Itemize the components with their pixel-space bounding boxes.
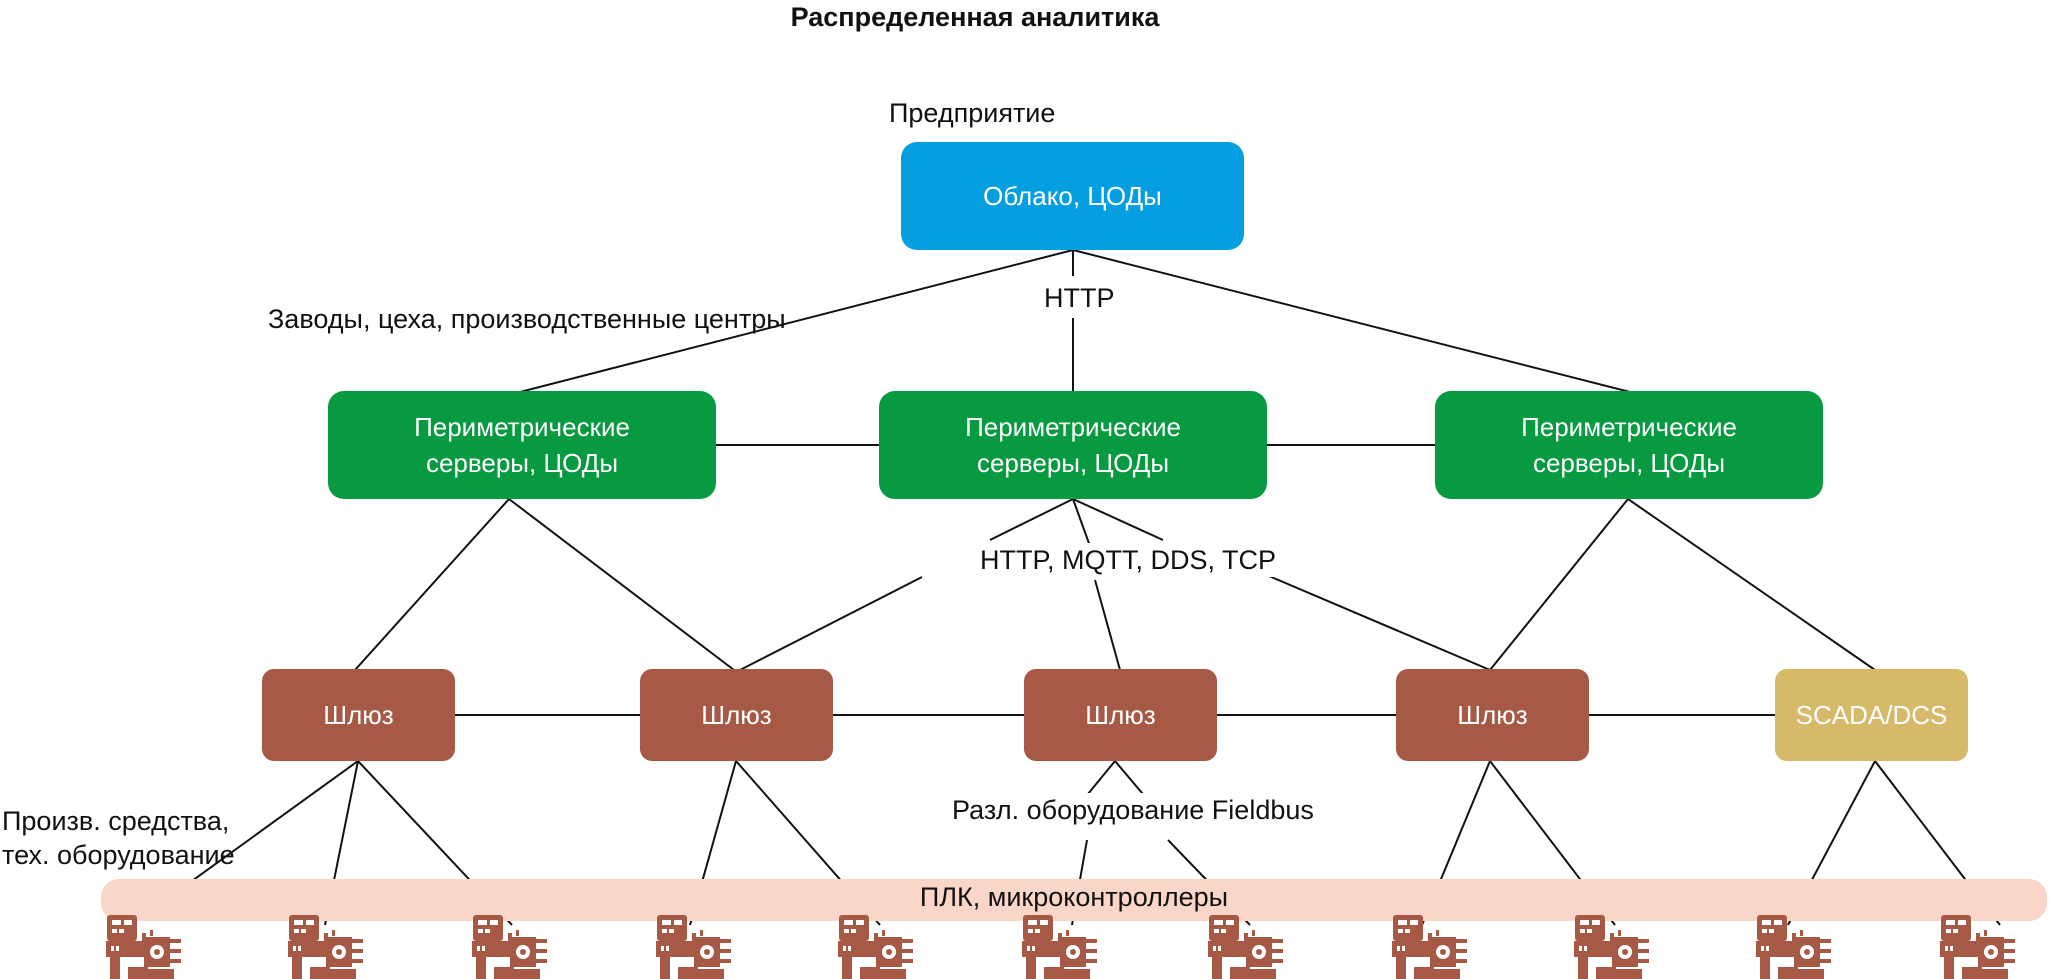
industrial-machine-icon <box>288 915 363 979</box>
scada-node-label: SCADA/DCS <box>1795 700 1948 730</box>
industrial-machine-icon <box>1940 915 2015 979</box>
industrial-machine-icon <box>1392 915 1467 979</box>
scada-dcs-node: SCADA/DCS <box>1775 669 1968 761</box>
gateway-node-2: Шлюз <box>640 669 833 761</box>
perimeter-node-label-line1: Периметрические <box>1521 412 1737 442</box>
perimeter-node-label-line1: Периметрические <box>414 412 630 442</box>
cloud-datacenter-node: Облако, ЦОДы <box>901 142 1244 250</box>
level-label-production-line2: тех. оборудование <box>2 840 235 870</box>
perimeter-server-node-center: Периметрические серверы, ЦОДы <box>879 391 1267 499</box>
perimeter-node-label-line2: серверы, ЦОДы <box>1532 448 1726 478</box>
protocol-label-http-mqtt-dds-tcp: HTTP, MQTT, DDS, TCP <box>972 543 1285 577</box>
plc-band-label: ПЛК, микроконтроллеры <box>919 882 1229 912</box>
gateway-node-1: Шлюз <box>262 669 455 761</box>
level-label-enterprise: Предприятие <box>889 98 1056 128</box>
industrial-machine-icon <box>1022 915 1097 979</box>
protocol-label-http: HTTP <box>1036 281 1123 315</box>
level-label-plants: Заводы, цеха, производственные центры <box>268 304 786 334</box>
industrial-machine-icon <box>1208 915 1283 979</box>
perimeter-server-node-left: Периметрические серверы, ЦОДы <box>328 391 716 499</box>
perimeter-node-label-line1: Периметрические <box>965 412 1181 442</box>
industrial-machine-icon <box>656 915 731 979</box>
industrial-machine-icon <box>106 915 181 979</box>
cloud-node-label: Облако, ЦОДы <box>983 181 1162 211</box>
protocol-label-fieldbus: Разл. оборудование Fieldbus <box>944 793 1322 827</box>
plc-microcontrollers-band: ПЛК, микроконтроллеры <box>101 879 2047 921</box>
industrial-machine-icon <box>1574 915 1649 979</box>
gateway-node-label: Шлюз <box>701 700 772 730</box>
gateway-node-label: Шлюз <box>323 700 394 730</box>
diagram-title: Распределенная аналитика <box>790 2 1160 32</box>
industrial-machine-icon <box>838 915 913 979</box>
gateway-node-4: Шлюз <box>1396 669 1589 761</box>
gateway-node-3: Шлюз <box>1024 669 1217 761</box>
perimeter-server-node-right: Периметрические серверы, ЦОДы <box>1435 391 1823 499</box>
gateway-node-label: Шлюз <box>1457 700 1528 730</box>
industrial-machine-icon <box>472 915 547 979</box>
gateway-node-label: Шлюз <box>1085 700 1156 730</box>
industrial-machine-icon <box>1756 915 1831 979</box>
perimeter-node-label-line2: серверы, ЦОДы <box>976 448 1170 478</box>
level-label-production-line1: Произв. средства, <box>2 806 230 836</box>
perimeter-node-label-line2: серверы, ЦОДы <box>425 448 619 478</box>
